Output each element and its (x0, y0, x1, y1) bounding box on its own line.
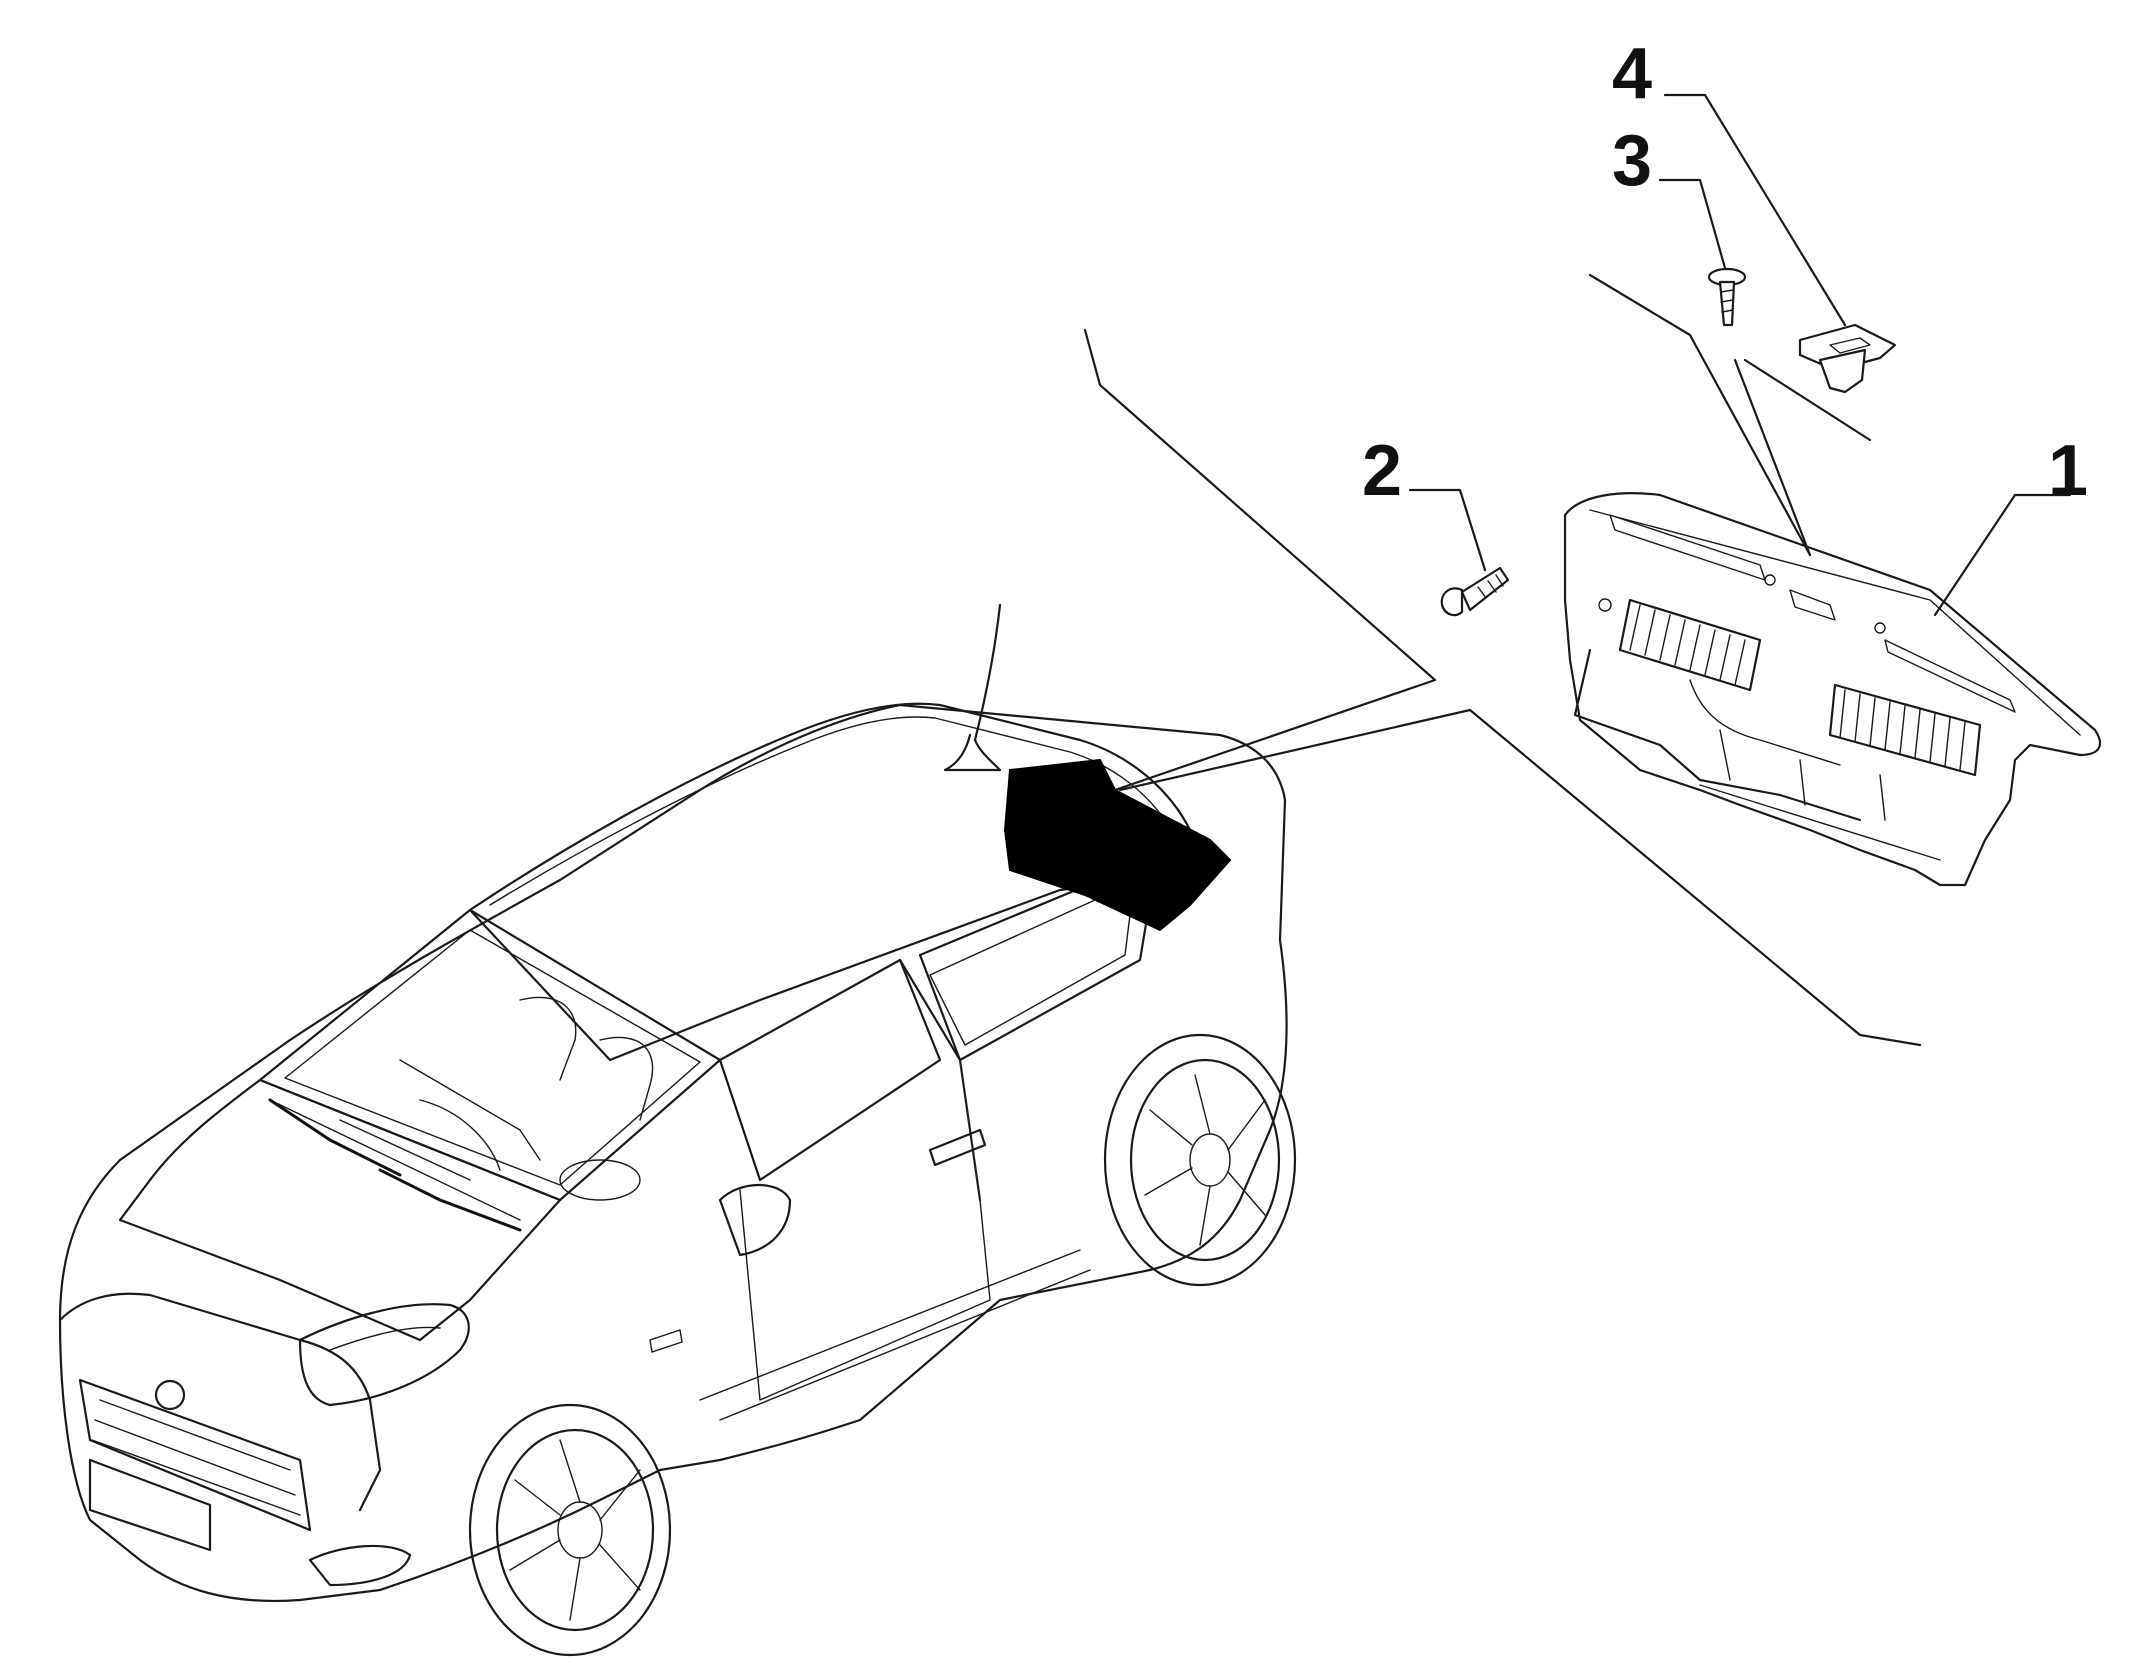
highlighted-parcel-shelf (1003, 758, 1232, 932)
part-2-bolt (1440, 566, 1510, 617)
rear-wheel (1103, 1033, 1297, 1287)
part-3-screw (1707, 267, 1747, 327)
callout-2: 2 (1362, 431, 1402, 511)
callout-leaders (1408, 93, 2072, 617)
front-wheel (468, 1403, 672, 1657)
car-illustration (58, 603, 1297, 1657)
exploded-view-leaders (1083, 328, 1922, 1047)
part-4-clip-nut (1798, 323, 1897, 394)
callout-3: 3 (1612, 121, 1652, 201)
callout-1: 1 (2048, 431, 2088, 511)
callout-4: 4 (1612, 34, 1652, 114)
part-1-parcel-shelf (1563, 492, 2102, 887)
